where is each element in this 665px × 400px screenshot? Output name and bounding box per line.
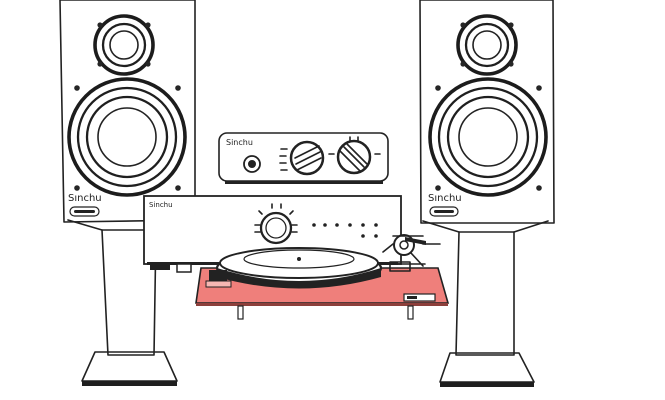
turntable	[195, 234, 450, 320]
right-woofer	[428, 77, 548, 197]
left-stand-base	[81, 351, 178, 386]
left-tweeter	[93, 14, 155, 76]
headphone-knob-left	[279, 140, 325, 176]
headphone-knob-right	[328, 136, 381, 175]
integrated-front-feet	[150, 263, 192, 273]
integrated-indicator-dots	[312, 223, 378, 238]
turntable-speed-switch	[403, 293, 436, 302]
left-speaker-brand: Sınchu	[68, 193, 102, 204]
right-speaker: Sınchu	[419, 0, 555, 387]
headphone-amplifier: Sinchu	[218, 132, 389, 184]
integrated-amp-brand: Sinchu	[149, 201, 173, 209]
right-speaker-brand: Sınchu	[428, 193, 462, 204]
integrated-volume-knob	[254, 203, 298, 245]
right-tweeter	[456, 14, 518, 76]
left-woofer	[67, 77, 187, 197]
headphone-amp-brand: Sinchu	[226, 138, 253, 147]
turntable-tonearm	[380, 234, 441, 272]
turntable-platter	[215, 247, 383, 289]
right-stand-base	[439, 352, 535, 387]
turntable-feet	[237, 305, 414, 320]
